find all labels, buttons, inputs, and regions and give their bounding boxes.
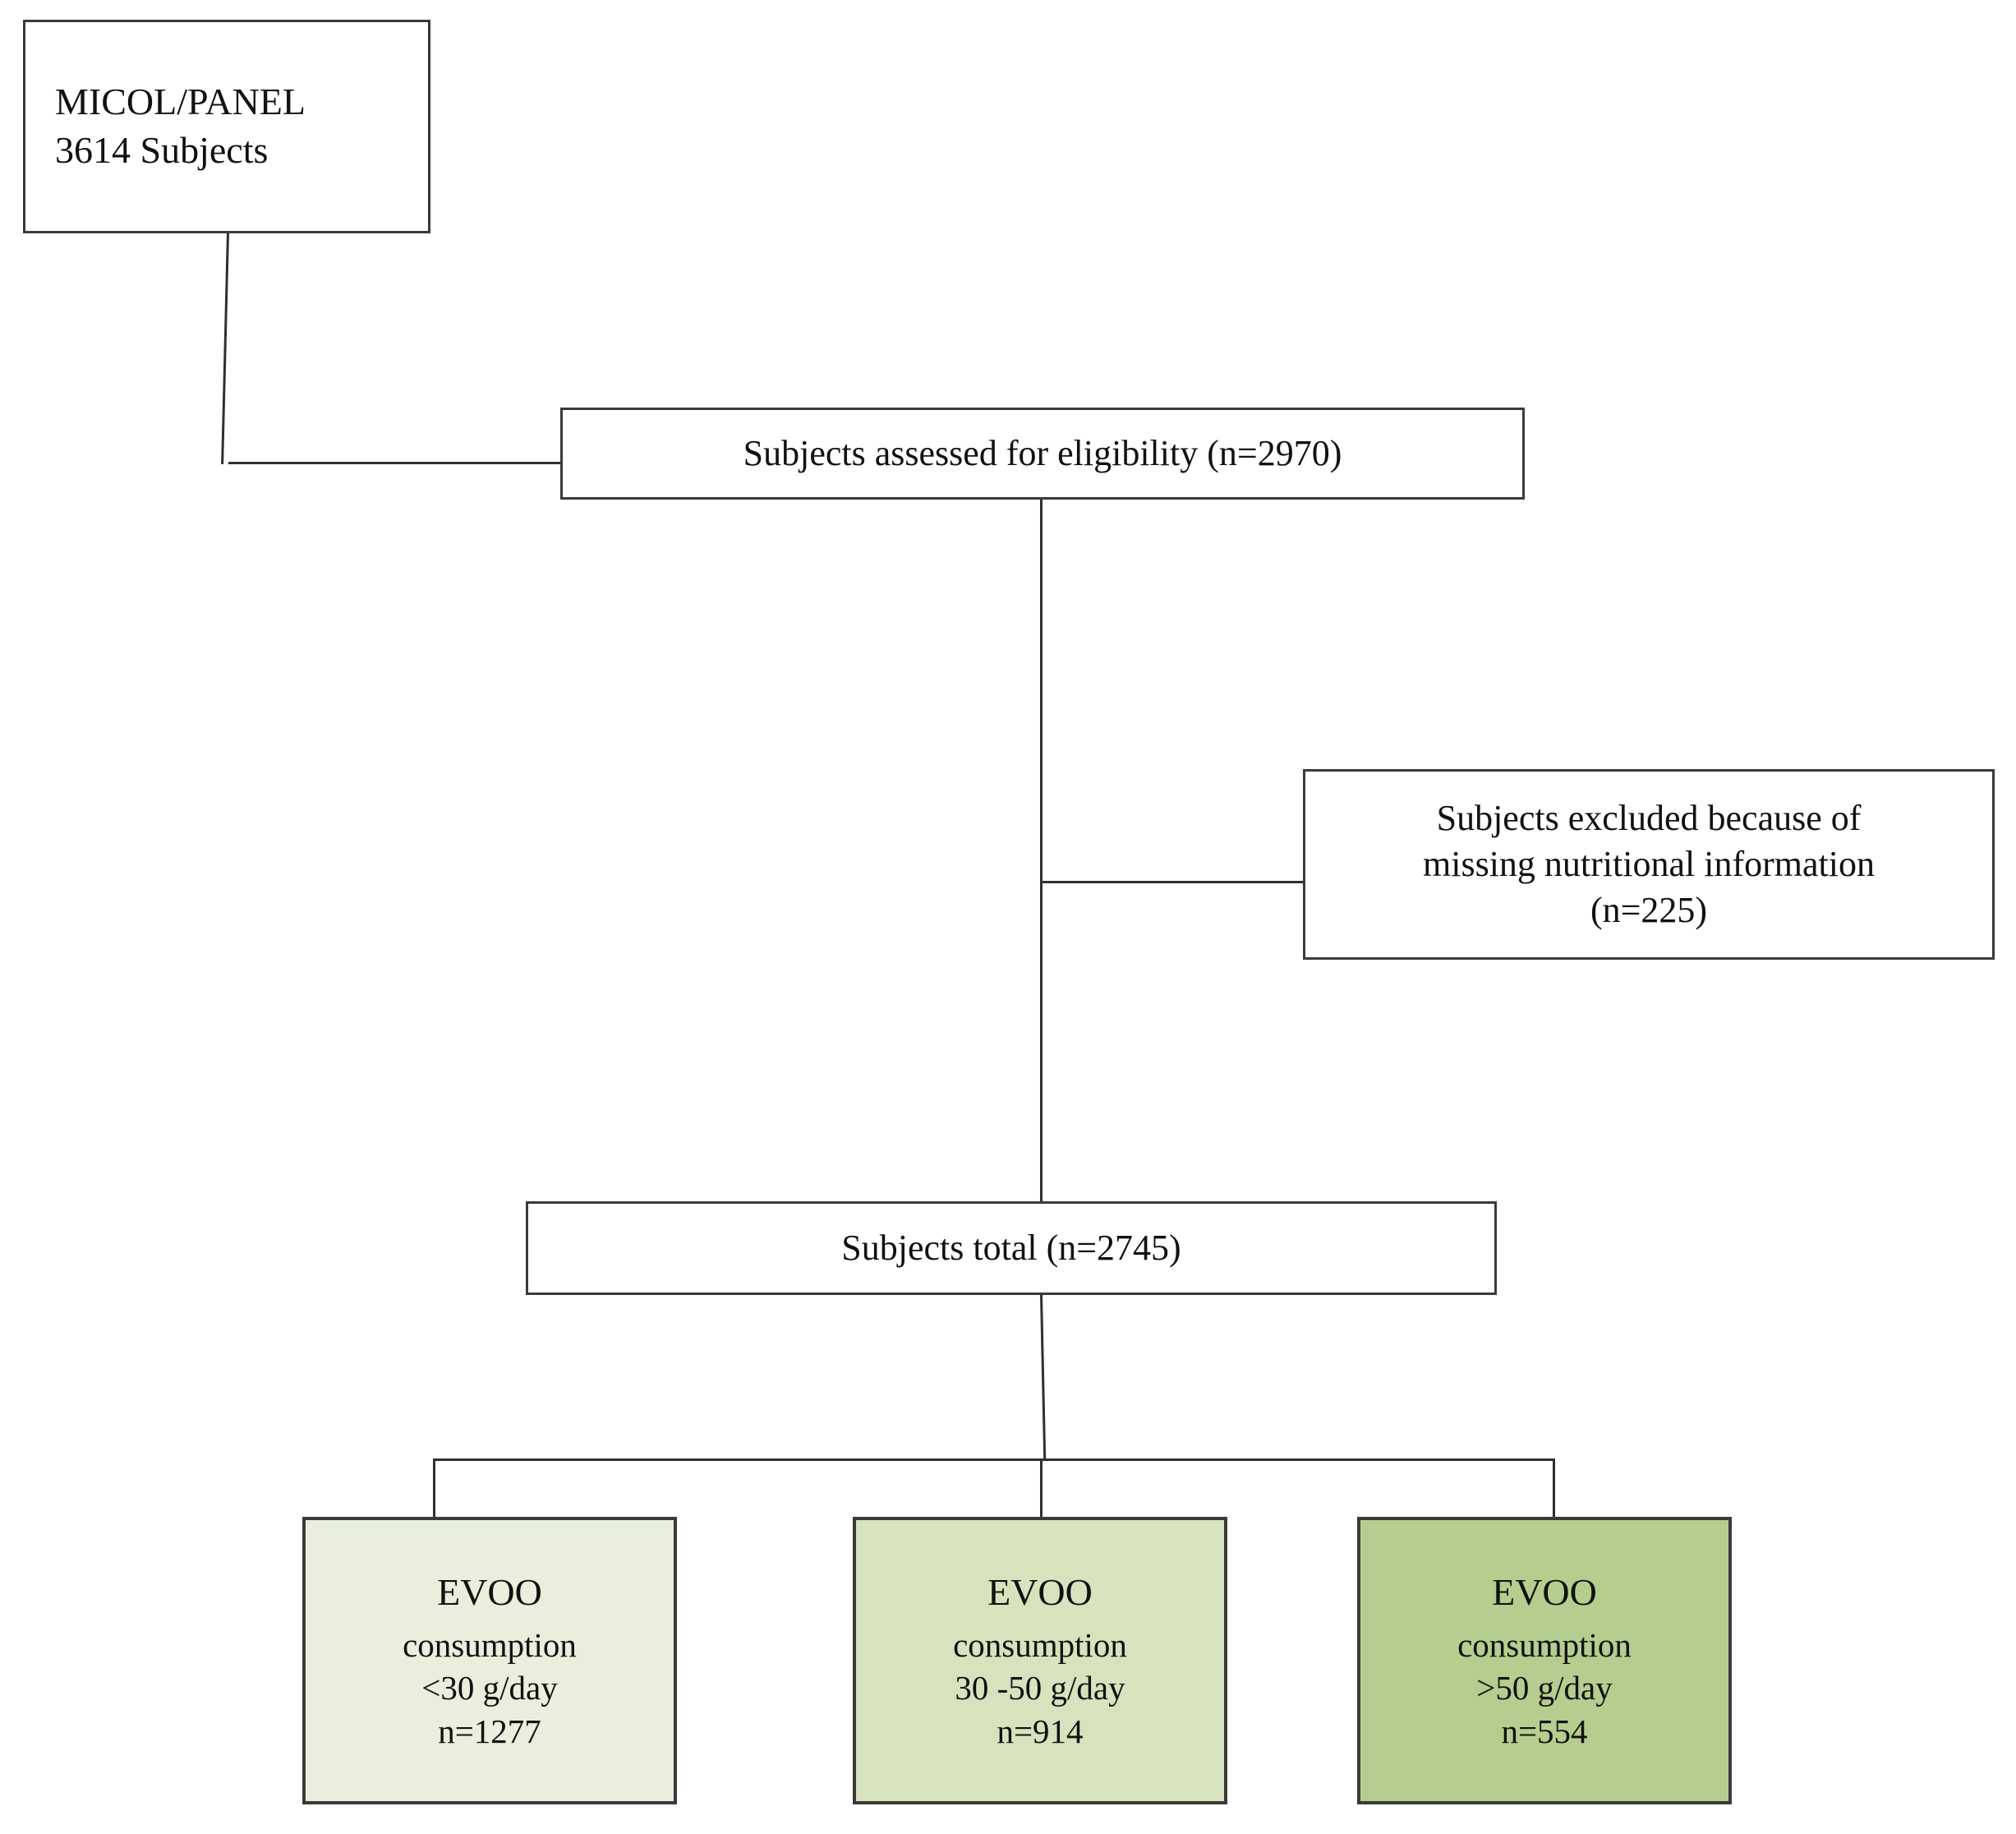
connector-drop-group-high xyxy=(1553,1458,1555,1518)
node-assessed-for-eligibility[interactable]: Subjects assessed for eligibility (n=297… xyxy=(560,408,1525,500)
group-mid-range: 30 -50 g/day xyxy=(955,1669,1125,1707)
total-label: Subjects total (n=2745) xyxy=(841,1227,1181,1268)
excluded-count: (n=225) xyxy=(1590,890,1708,931)
group-mid-count: n=914 xyxy=(996,1712,1084,1750)
connector-source-to-eligibility-horizontal xyxy=(228,462,562,464)
connector-branch-bar xyxy=(433,1458,1555,1461)
connector-drop-group-mid xyxy=(1040,1458,1043,1518)
connector-total-to-branch xyxy=(1040,1295,1047,1459)
group-mid-title: EVOO xyxy=(987,1570,1093,1613)
node-evoo-group-high[interactable]: EVOO consumption >50 g/day n=554 xyxy=(1357,1517,1732,1804)
source-cohort-name: MICOL/PANEL xyxy=(55,81,306,123)
node-evoo-group-low[interactable]: EVOO consumption <30 g/day n=1277 xyxy=(302,1517,677,1804)
excluded-reason-line-2: missing nutritional information xyxy=(1423,843,1875,884)
connector-spine-to-excluded xyxy=(1040,881,1305,883)
group-low-count: n=1277 xyxy=(438,1712,541,1750)
excluded-reason-line-1: Subjects excluded because of xyxy=(1436,797,1862,838)
group-low-measure: consumption xyxy=(403,1625,577,1664)
connector-source-to-eligibility-vertical xyxy=(221,233,229,464)
node-subjects-total[interactable]: Subjects total (n=2745) xyxy=(526,1201,1497,1295)
group-low-range: <30 g/day xyxy=(421,1669,558,1707)
group-low-title: EVOO xyxy=(437,1570,542,1613)
group-high-measure: consumption xyxy=(1457,1625,1632,1664)
connector-drop-group-low xyxy=(433,1458,435,1518)
source-cohort-count: 3614 Subjects xyxy=(55,129,269,171)
group-high-title: EVOO xyxy=(1492,1570,1597,1613)
group-high-count: n=554 xyxy=(1501,1712,1588,1750)
group-mid-measure: consumption xyxy=(953,1625,1127,1664)
connector-eligibility-spine-upper xyxy=(1040,499,1043,885)
connector-eligibility-spine-lower xyxy=(1040,882,1043,1205)
eligibility-label: Subjects assessed for eligibility (n=297… xyxy=(743,432,1342,473)
node-subjects-excluded[interactable]: Subjects excluded because of missing nut… xyxy=(1303,769,1995,960)
node-evoo-group-mid[interactable]: EVOO consumption 30 -50 g/day n=914 xyxy=(853,1517,1227,1804)
group-high-range: >50 g/day xyxy=(1476,1669,1613,1707)
node-source-cohort[interactable]: MICOL/PANEL 3614 Subjects xyxy=(23,20,430,233)
